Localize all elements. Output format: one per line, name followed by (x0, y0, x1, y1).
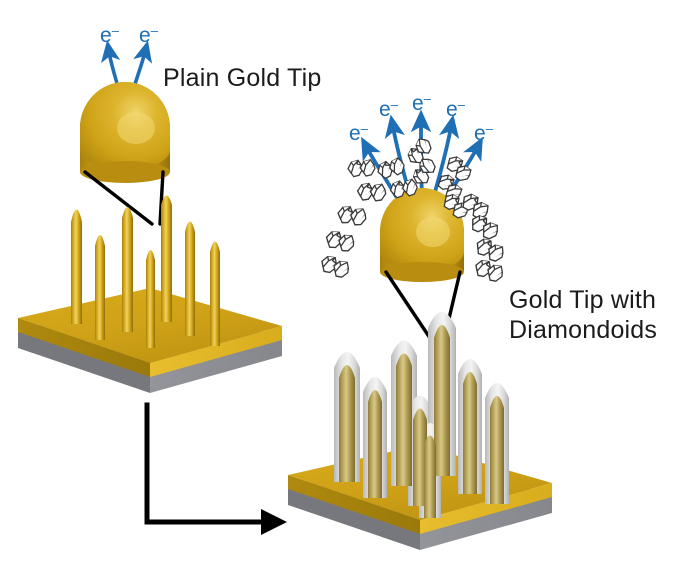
process-arrow-path (144, 402, 287, 536)
slab-gold-left-face (288, 475, 420, 534)
magnified-gold-dome-plain (80, 82, 170, 183)
dome-base-ellipse (380, 262, 464, 282)
dome-specular-highlight (117, 112, 155, 144)
leader-lines-left (83, 170, 165, 226)
plain-gold-tip-panel: e– e– (18, 23, 321, 393)
nanotip-5 (161, 195, 172, 322)
nanotip-6 (185, 221, 195, 336)
slab-gold-left-face (18, 318, 150, 377)
diamondoid-gold-tip-panel: e– e– e– e– e– (288, 91, 657, 550)
nanotip-7 (210, 241, 220, 346)
nanotip-4 (146, 250, 155, 348)
slab-gray-right-face (420, 495, 552, 550)
nanotip-1 (339, 365, 355, 482)
nanotip-array-right (334, 312, 509, 518)
nanotip-6 (463, 372, 477, 494)
nanotip-3 (396, 353, 412, 486)
slab-gray-left-face (288, 487, 420, 550)
nanotip-array-left (71, 195, 220, 348)
slab-gold-right-face (150, 326, 282, 377)
transformation-arrow (144, 402, 287, 536)
nanotip-1 (71, 209, 82, 324)
nanotip-gold-core-layer (339, 325, 504, 518)
nanotip-5 (434, 325, 450, 476)
slab-gold-right-face (420, 483, 552, 534)
leader-line-left (83, 170, 154, 226)
leader-line-left (384, 270, 436, 346)
plain-tip-title: Plain Gold Tip (163, 64, 321, 92)
nanotip-4 (413, 408, 427, 506)
magnified-gold-dome-coated (380, 188, 464, 282)
slab-gray-right-face (150, 338, 282, 393)
nanotip-2 (368, 390, 382, 498)
nanotip-7 (490, 396, 504, 504)
leader-line-right (158, 170, 165, 226)
nanotip-8 (424, 435, 436, 518)
coated-tip-title-line2: Diamondoids (509, 316, 657, 344)
slab-gray-left-face (18, 330, 150, 393)
dome-specular-highlight (416, 217, 450, 247)
coated-tip-title-line1: Gold Tip with (509, 286, 656, 314)
dome-base-ellipse (80, 161, 170, 183)
nanotip-3 (122, 207, 133, 332)
nanotip-2 (95, 235, 105, 340)
